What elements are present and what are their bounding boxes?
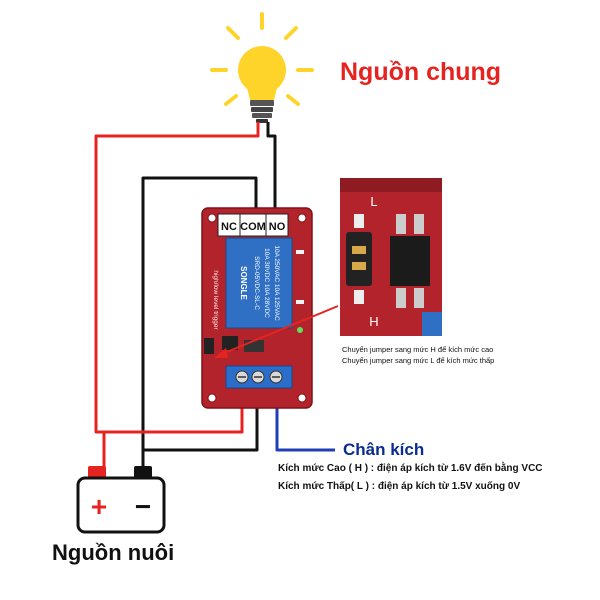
jumper-cap	[346, 232, 372, 286]
jumper-label-l: L	[370, 194, 377, 209]
trigger-low-description: Kích mức Thấp( L ) : điện áp kích từ 1.5…	[278, 481, 521, 492]
output-terminal-block	[217, 213, 289, 237]
black-wire-lamp-no	[266, 122, 277, 212]
relay-model: SRD-05VDC-SL-C	[253, 256, 260, 310]
trigger-high-description: Kích mức Cao ( H ) : điện áp kích từ 1.6…	[278, 463, 543, 474]
jumper-closeup-photo: L H	[340, 178, 442, 336]
relay-rating-1: 10A 250VAC 10A 125VAC	[273, 245, 280, 321]
jumper-note-low: Chuyển jumper sang mức L để kích mức thấ…	[342, 356, 495, 365]
jumper-note-high: Chuyển jumper sang mức H để kích mức cao	[342, 345, 494, 354]
terminal-label-no: NO	[269, 221, 286, 233]
black-wire-com-battery	[141, 176, 258, 472]
trigger-level-text: high/low level trigger	[212, 270, 219, 330]
battery-icon: + −	[76, 466, 166, 534]
relay-module: NC COM NO 10A 250VAC 10A 125VAC 10A 30VD…	[201, 207, 313, 409]
red-wire	[94, 122, 260, 472]
battery-plus-sign: +	[91, 491, 107, 522]
optocoupler-chip	[390, 236, 430, 286]
supply-power-title: Nguồn nuôi	[52, 540, 175, 565]
pointer-arrow	[214, 305, 339, 358]
relay-rating-2: 10A 30VDC 10A 28VDC	[263, 248, 270, 318]
relay-body	[225, 237, 293, 329]
light-bulb-icon	[210, 12, 314, 123]
common-power-title: Nguồn chung	[340, 58, 502, 86]
battery-minus-sign: −	[135, 491, 151, 522]
jumper-label-h: H	[369, 314, 378, 329]
relay-brand: SONGLE	[239, 266, 248, 300]
trigger-pin-title: Chân kích	[343, 440, 425, 459]
terminal-label-com: COM	[240, 221, 266, 233]
terminal-label-nc: NC	[221, 221, 237, 233]
